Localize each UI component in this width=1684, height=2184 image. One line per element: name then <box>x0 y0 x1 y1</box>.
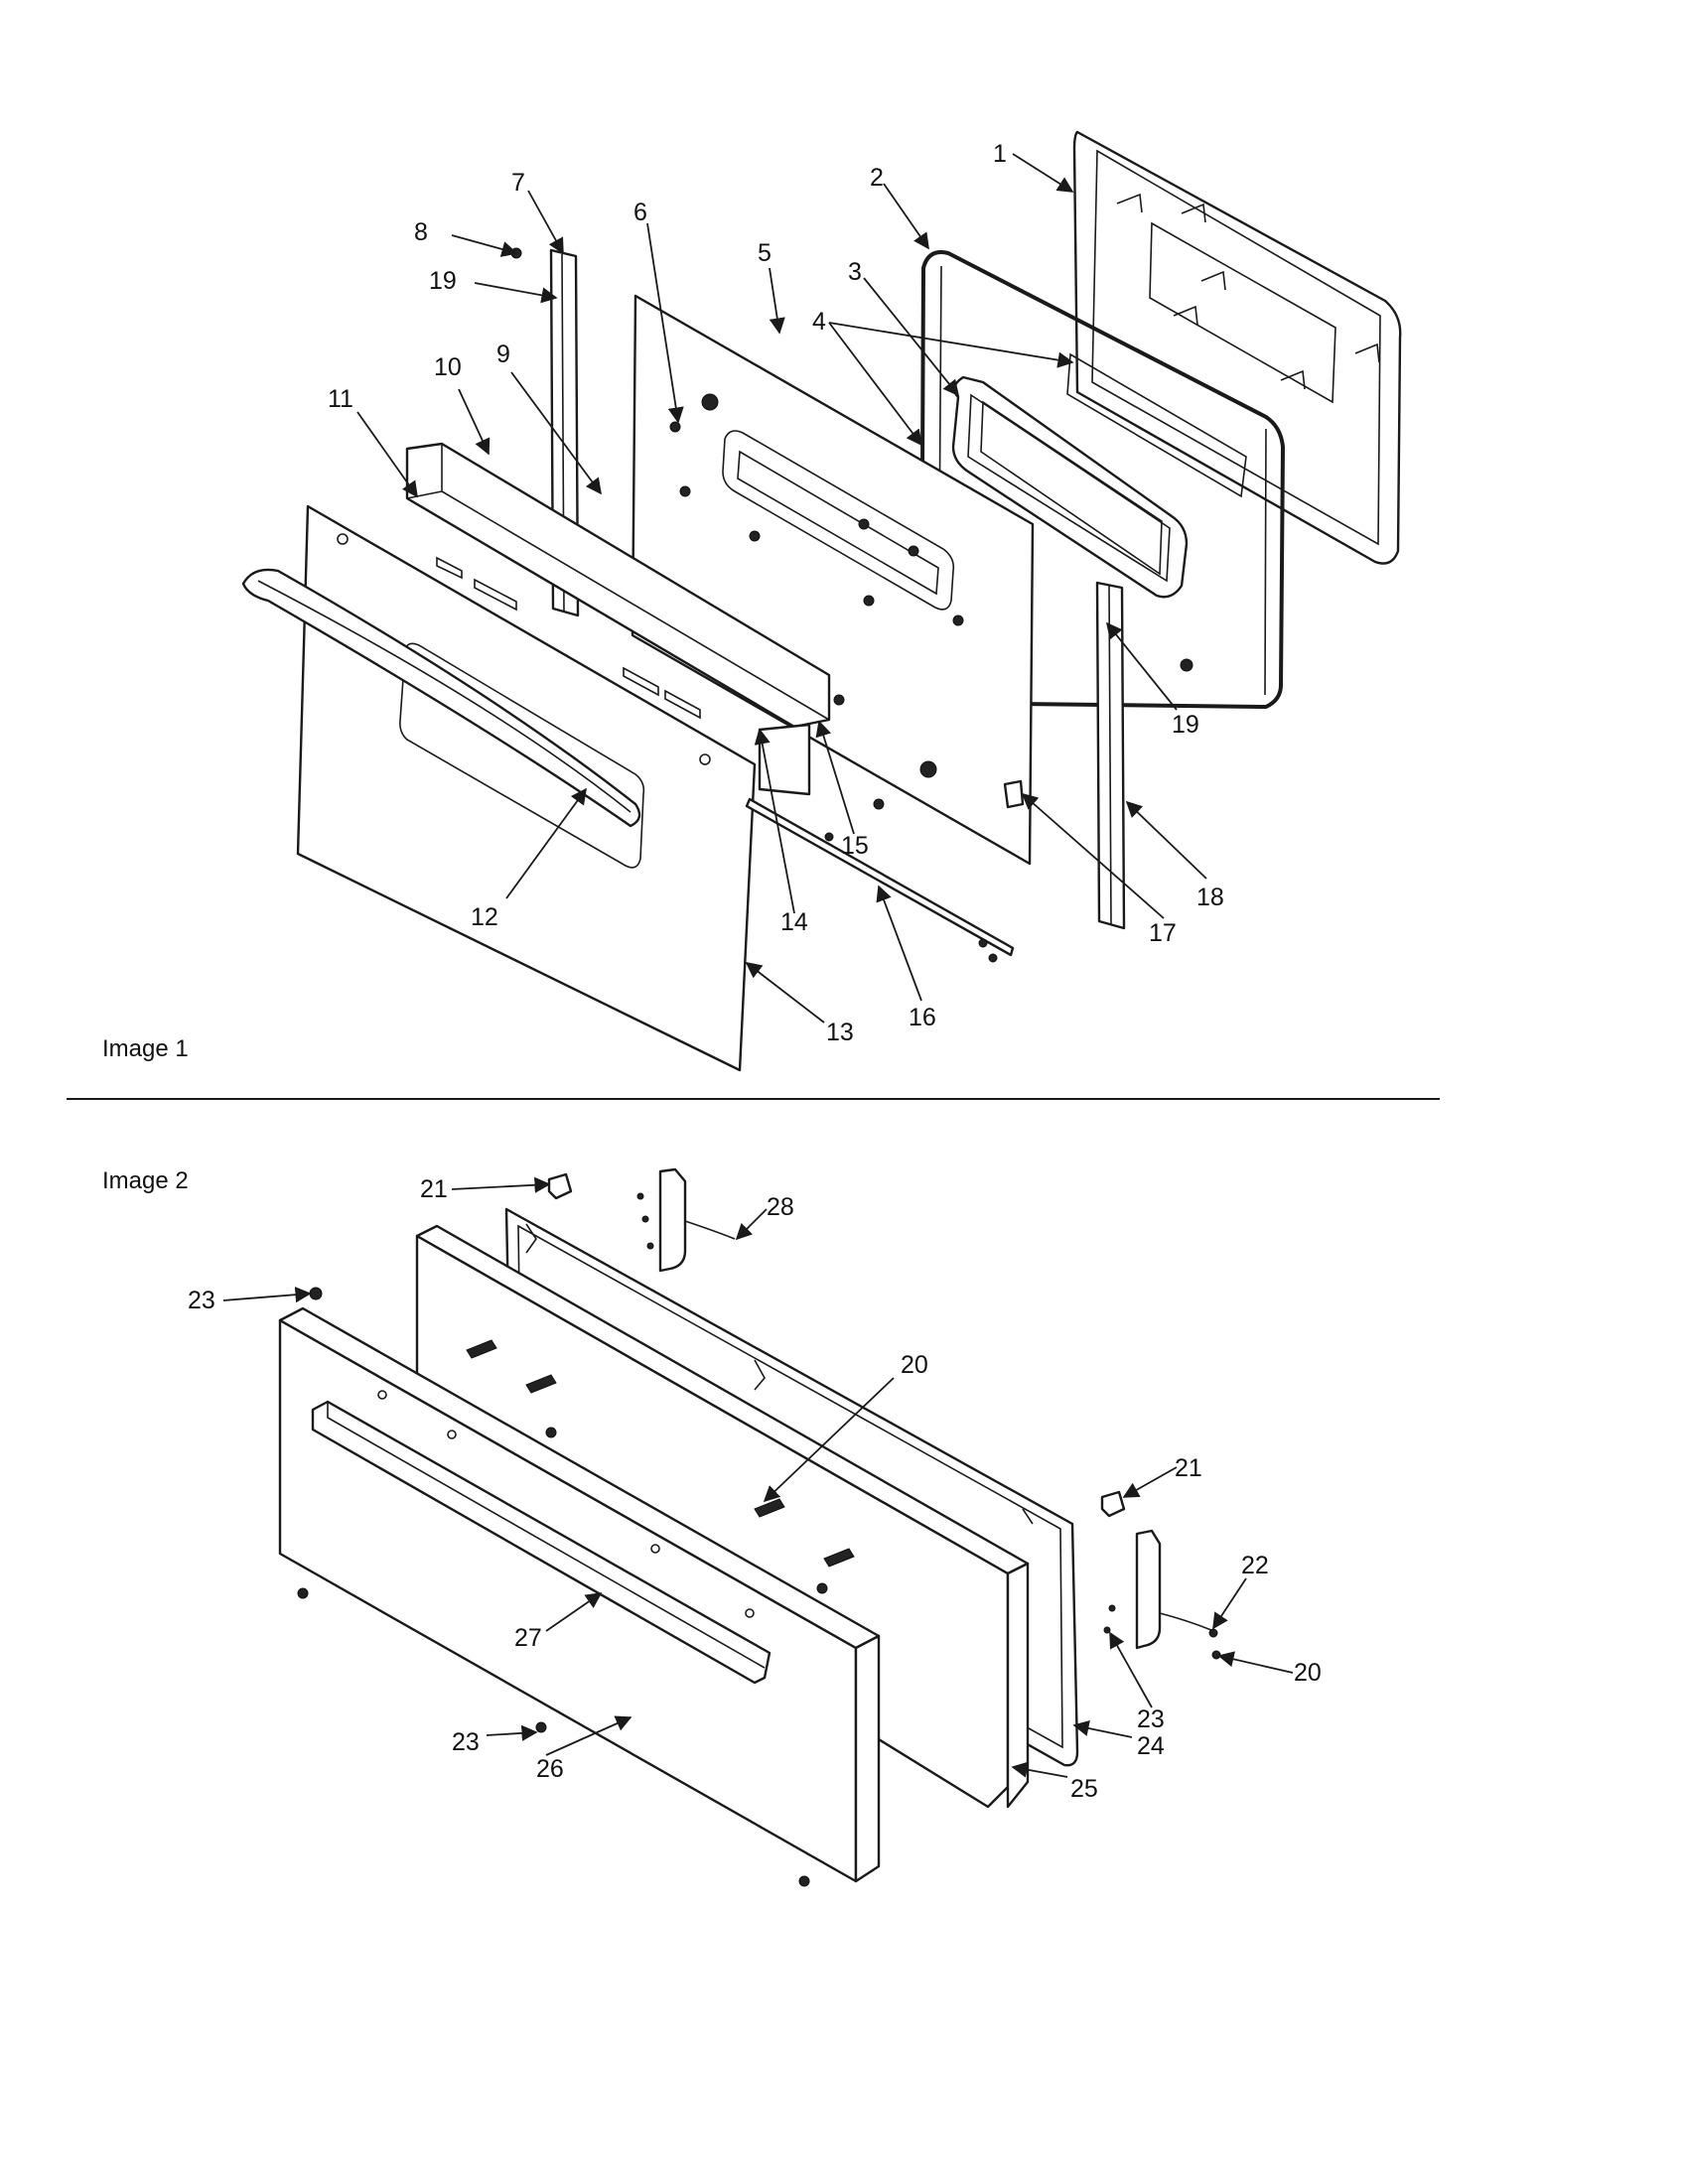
callout-19a: 19 <box>429 267 457 295</box>
part-22-right-hinge-bracket <box>1135 1529 1212 1650</box>
part-14-bracket <box>758 723 811 796</box>
image2-callouts: 21 28 23 20 21 22 20 23 24 25 26 23 27 <box>188 1175 1322 1803</box>
image1-callouts: 1 2 3 4 5 6 7 8 19 9 10 11 12 13 14 15 1… <box>328 140 1224 1046</box>
callout-16: 16 <box>909 1004 936 1031</box>
callout-7: 7 <box>511 169 525 197</box>
callout-17: 17 <box>1149 919 1177 947</box>
callout-8: 8 <box>414 218 428 246</box>
callout-13: 13 <box>826 1019 854 1046</box>
callout-26: 26 <box>536 1755 564 1783</box>
image1-oven-door-group: 1 2 3 4 5 6 7 8 19 9 10 11 12 13 14 15 1… <box>102 130 1402 1072</box>
part-10-vent-channel <box>405 442 831 729</box>
callout-21b: 21 <box>1175 1454 1202 1482</box>
callout-20b: 20 <box>1294 1659 1322 1687</box>
part-16-bottom-rail <box>745 797 1015 957</box>
part-1-door-liner <box>1066 130 1402 565</box>
callout-27: 27 <box>514 1624 542 1652</box>
callout-23b: 23 <box>1137 1706 1165 1733</box>
image1-caption: Image 1 <box>102 1035 189 1062</box>
part-5-inner-door-panel <box>631 294 1035 866</box>
callout-14: 14 <box>780 908 808 936</box>
callout-10: 10 <box>434 353 462 381</box>
callout-28: 28 <box>767 1193 794 1221</box>
callout-25: 25 <box>1070 1775 1098 1803</box>
callout-23a: 23 <box>188 1287 215 1314</box>
image2-leaders <box>222 1176 1294 1778</box>
image2-drawer-group: Image 2 <box>102 1167 1322 1887</box>
callout-3: 3 <box>848 258 862 286</box>
callout-20a: 20 <box>901 1351 928 1379</box>
callout-1: 1 <box>993 140 1007 168</box>
image1-leaders <box>356 153 1207 1024</box>
image2-caption: Image 2 <box>102 1167 189 1194</box>
callout-19b: 19 <box>1172 711 1199 739</box>
callout-22: 22 <box>1241 1552 1269 1579</box>
callout-9: 9 <box>496 341 510 368</box>
callout-4: 4 <box>812 308 826 336</box>
callout-24: 24 <box>1137 1732 1165 1760</box>
callout-6: 6 <box>633 199 647 226</box>
part-12-door-handle <box>241 568 641 828</box>
part-27-drawer-handle <box>311 1400 772 1685</box>
callout-11: 11 <box>328 385 353 413</box>
part-21-clips <box>547 1172 1126 1518</box>
part-28-left-hinge-bracket <box>658 1167 736 1273</box>
part-17-latch-clip <box>1003 779 1025 809</box>
callout-12: 12 <box>471 903 498 931</box>
callout-2: 2 <box>870 164 884 192</box>
callout-23c: 23 <box>452 1728 480 1756</box>
callout-21a: 21 <box>420 1175 448 1203</box>
part-18-right-hinge-channel <box>1095 581 1126 930</box>
callout-18: 18 <box>1196 884 1224 911</box>
callout-5: 5 <box>758 239 772 267</box>
part-13-outer-door-panel <box>296 504 757 1072</box>
callout-15: 15 <box>841 832 869 860</box>
